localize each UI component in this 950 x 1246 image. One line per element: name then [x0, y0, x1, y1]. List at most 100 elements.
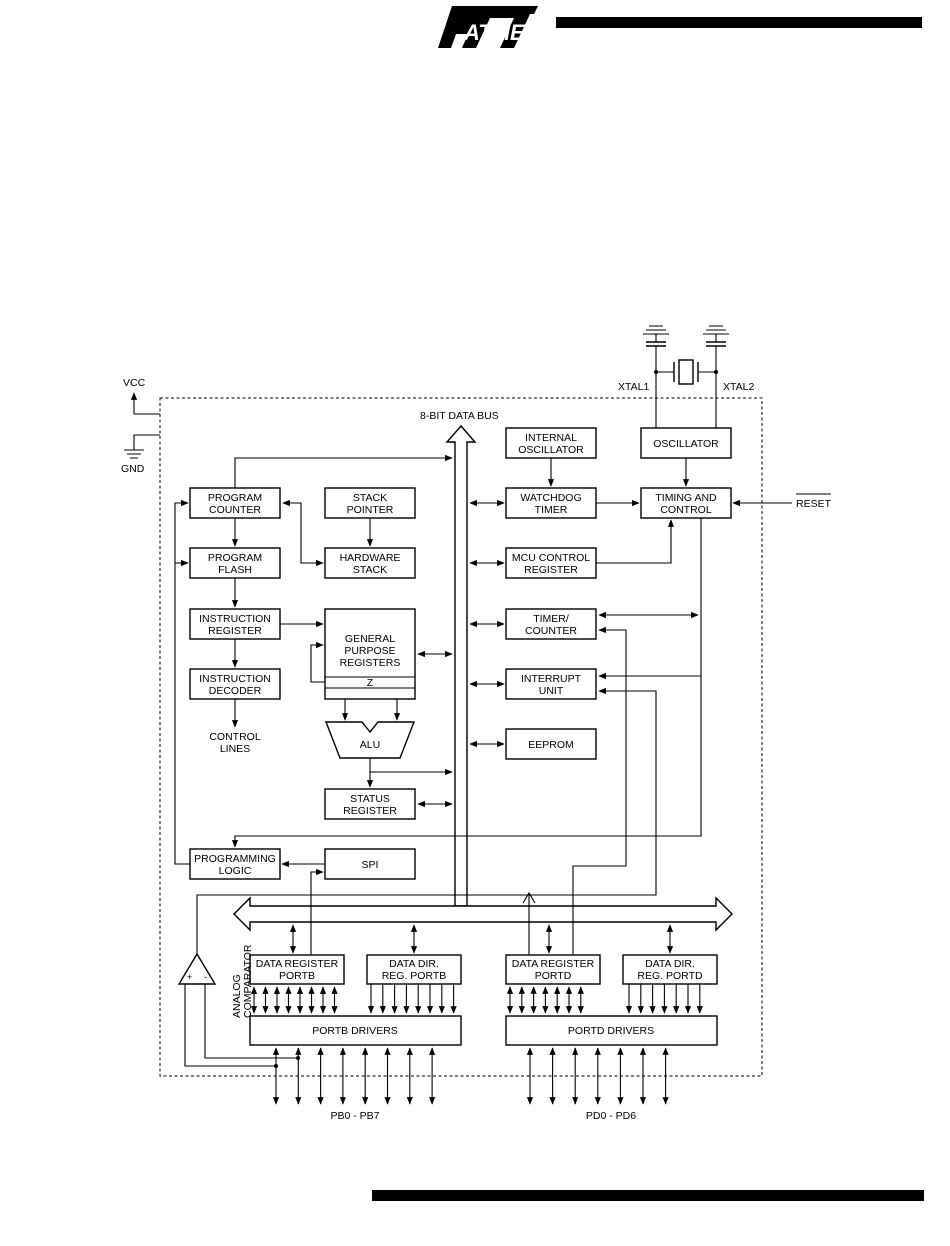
watchdog-timer-block: WATCHDOG TIMER	[505, 487, 597, 519]
svg-text:ALU: ALU	[360, 739, 380, 751]
svg-text:UNIT: UNIT	[539, 685, 564, 697]
data-bus-vertical	[445, 424, 477, 907]
svg-text:INSTRUCTION: INSTRUCTION	[199, 673, 271, 685]
wiring	[174, 454, 702, 1068]
svg-text:WATCHDOG: WATCHDOG	[520, 492, 581, 504]
svg-text:PROGRAM: PROGRAM	[208, 492, 262, 504]
alu-block: ALU	[324, 721, 416, 759]
svg-text:DATA REGISTER: DATA REGISTER	[256, 958, 339, 970]
svg-text:GENERAL: GENERAL	[345, 633, 395, 645]
data-register-portd-block: DATA REGISTER PORTD	[505, 954, 601, 985]
svg-text:MCU CONTROL: MCU CONTROL	[512, 552, 590, 564]
portd-pins-label: PD0 - PD6	[586, 1110, 636, 1122]
bus-label: 8-BIT DATA BUS	[420, 410, 499, 422]
gnd-symbol: GND	[121, 434, 160, 475]
control-lines-label: CONTROL LINES	[209, 731, 260, 755]
svg-text:PROGRAMMING: PROGRAMMING	[194, 853, 276, 865]
svg-text:REGISTER: REGISTER	[208, 625, 262, 637]
svg-text:LINES: LINES	[220, 743, 250, 755]
svg-text:TIMING AND: TIMING AND	[655, 492, 717, 504]
svg-text:POINTER: POINTER	[347, 504, 394, 516]
svg-text:REG. PORTB: REG. PORTB	[382, 970, 447, 982]
vcc-symbol: VCC	[123, 377, 160, 415]
svg-text:INTERRUPT: INTERRUPT	[521, 673, 582, 685]
svg-text:DATA REGISTER: DATA REGISTER	[512, 958, 595, 970]
svg-text:PORTB DRIVERS: PORTB DRIVERS	[312, 1025, 398, 1037]
timer-counter-block: TIMER/ COUNTER	[505, 608, 597, 640]
portb-drivers-block: PORTB DRIVERS	[249, 1015, 462, 1046]
svg-text:+: +	[187, 972, 192, 982]
portb-pins-label: PB0 - PB7	[330, 1110, 379, 1122]
logo-text: ATMEL	[463, 20, 538, 45]
xtal2-label: XTAL2	[723, 381, 754, 393]
data-register-portb-block: DATA REGISTER PORTB	[249, 954, 345, 985]
svg-text:COMPARATOR: COMPARATOR	[242, 944, 254, 1018]
svg-text:ANALOG: ANALOG	[231, 974, 243, 1018]
program-counter-block: PROGRAM COUNTER	[189, 487, 281, 519]
instruction-register-block: INSTRUCTION REGISTER	[189, 608, 281, 640]
stack-pointer-block: STACK POINTER	[324, 487, 416, 519]
z-register-label: Z	[367, 677, 374, 689]
register-driver-arrows	[250, 984, 703, 1014]
svg-text:PORTD: PORTD	[535, 970, 572, 982]
general-purpose-registers-block: GENERAL PURPOSE REGISTERS Z	[324, 608, 416, 700]
reset-label: RESET	[796, 498, 832, 510]
timing-and-control-block: TIMING AND CONTROL	[640, 487, 732, 519]
pin-arrows	[272, 1047, 669, 1105]
interrupt-unit-block: INTERRUPT UNIT	[505, 668, 597, 700]
spi-block: SPI	[324, 848, 416, 880]
gnd-label: GND	[121, 463, 145, 475]
svg-text:EEPROM: EEPROM	[528, 739, 574, 751]
svg-text:DATA DIR.: DATA DIR.	[645, 958, 695, 970]
footer-rule	[372, 1190, 924, 1201]
svg-text:CONTROL: CONTROL	[209, 731, 260, 743]
eeprom-block: EEPROM	[505, 728, 597, 760]
svg-text:PORTD DRIVERS: PORTD DRIVERS	[568, 1025, 654, 1037]
svg-text:STATUS: STATUS	[350, 793, 390, 805]
svg-text:PROGRAM: PROGRAM	[208, 552, 262, 564]
svg-text:COUNTER: COUNTER	[209, 504, 261, 516]
svg-text:PURPOSE: PURPOSE	[344, 645, 395, 657]
svg-text:STACK: STACK	[353, 564, 387, 576]
svg-text:REGISTER: REGISTER	[524, 564, 578, 576]
instruction-decoder-block: INSTRUCTION DECODER	[189, 668, 281, 700]
svg-text:REGISTERS: REGISTERS	[340, 657, 401, 669]
programming-logic-block: PROGRAMMING LOGIC	[189, 848, 281, 880]
svg-text:PORTB: PORTB	[279, 970, 315, 982]
svg-text:INTERNAL: INTERNAL	[525, 432, 577, 444]
reset-input: RESET	[732, 493, 832, 510]
analog-comparator: + - ANALOG COMPARATOR	[177, 944, 254, 1018]
svg-text:REG. PORTD: REG. PORTD	[637, 970, 703, 982]
crystal-circuit: XTAL1 XTAL2	[618, 325, 754, 428]
internal-oscillator-block: INTERNAL OSCILLATOR	[505, 427, 597, 459]
svg-text:REGISTER: REGISTER	[343, 805, 397, 817]
status-register-block: STATUS REGISTER	[324, 788, 416, 820]
svg-text:DATA DIR.: DATA DIR.	[389, 958, 439, 970]
vcc-label: VCC	[123, 377, 146, 389]
svg-text:FLASH: FLASH	[218, 564, 252, 576]
svg-text:SPI: SPI	[362, 859, 379, 871]
svg-text:-: -	[204, 972, 207, 982]
svg-text:LOGIC: LOGIC	[219, 865, 252, 877]
svg-text:COUNTER: COUNTER	[525, 625, 577, 637]
data-dir-reg-portb-block: DATA DIR. REG. PORTB	[366, 954, 462, 985]
svg-text:STACK: STACK	[353, 492, 387, 504]
xtal1-label: XTAL1	[618, 381, 649, 393]
svg-text:TIMER/: TIMER/	[533, 613, 569, 625]
svg-text:INSTRUCTION: INSTRUCTION	[199, 613, 271, 625]
data-dir-reg-portd-block: DATA DIR. REG. PORTD	[622, 954, 718, 985]
svg-text:DECODER: DECODER	[209, 685, 262, 697]
hardware-stack-block: HARDWARE STACK	[324, 547, 416, 579]
data-bus-horizontal	[233, 896, 733, 932]
svg-text:OSCILLATOR: OSCILLATOR	[518, 444, 584, 456]
svg-text:TIMER: TIMER	[535, 504, 568, 516]
oscillator-block: OSCILLATOR	[640, 427, 732, 459]
svg-text:OSCILLATOR: OSCILLATOR	[653, 438, 719, 450]
header-rule	[556, 17, 922, 28]
atmel-logo: ATMEL	[438, 6, 538, 48]
mcu-control-register-block: MCU CONTROL REGISTER	[505, 547, 597, 579]
svg-text:CONTROL: CONTROL	[660, 504, 711, 516]
svg-text:HARDWARE: HARDWARE	[340, 552, 401, 564]
program-flash-block: PROGRAM FLASH	[189, 547, 281, 579]
